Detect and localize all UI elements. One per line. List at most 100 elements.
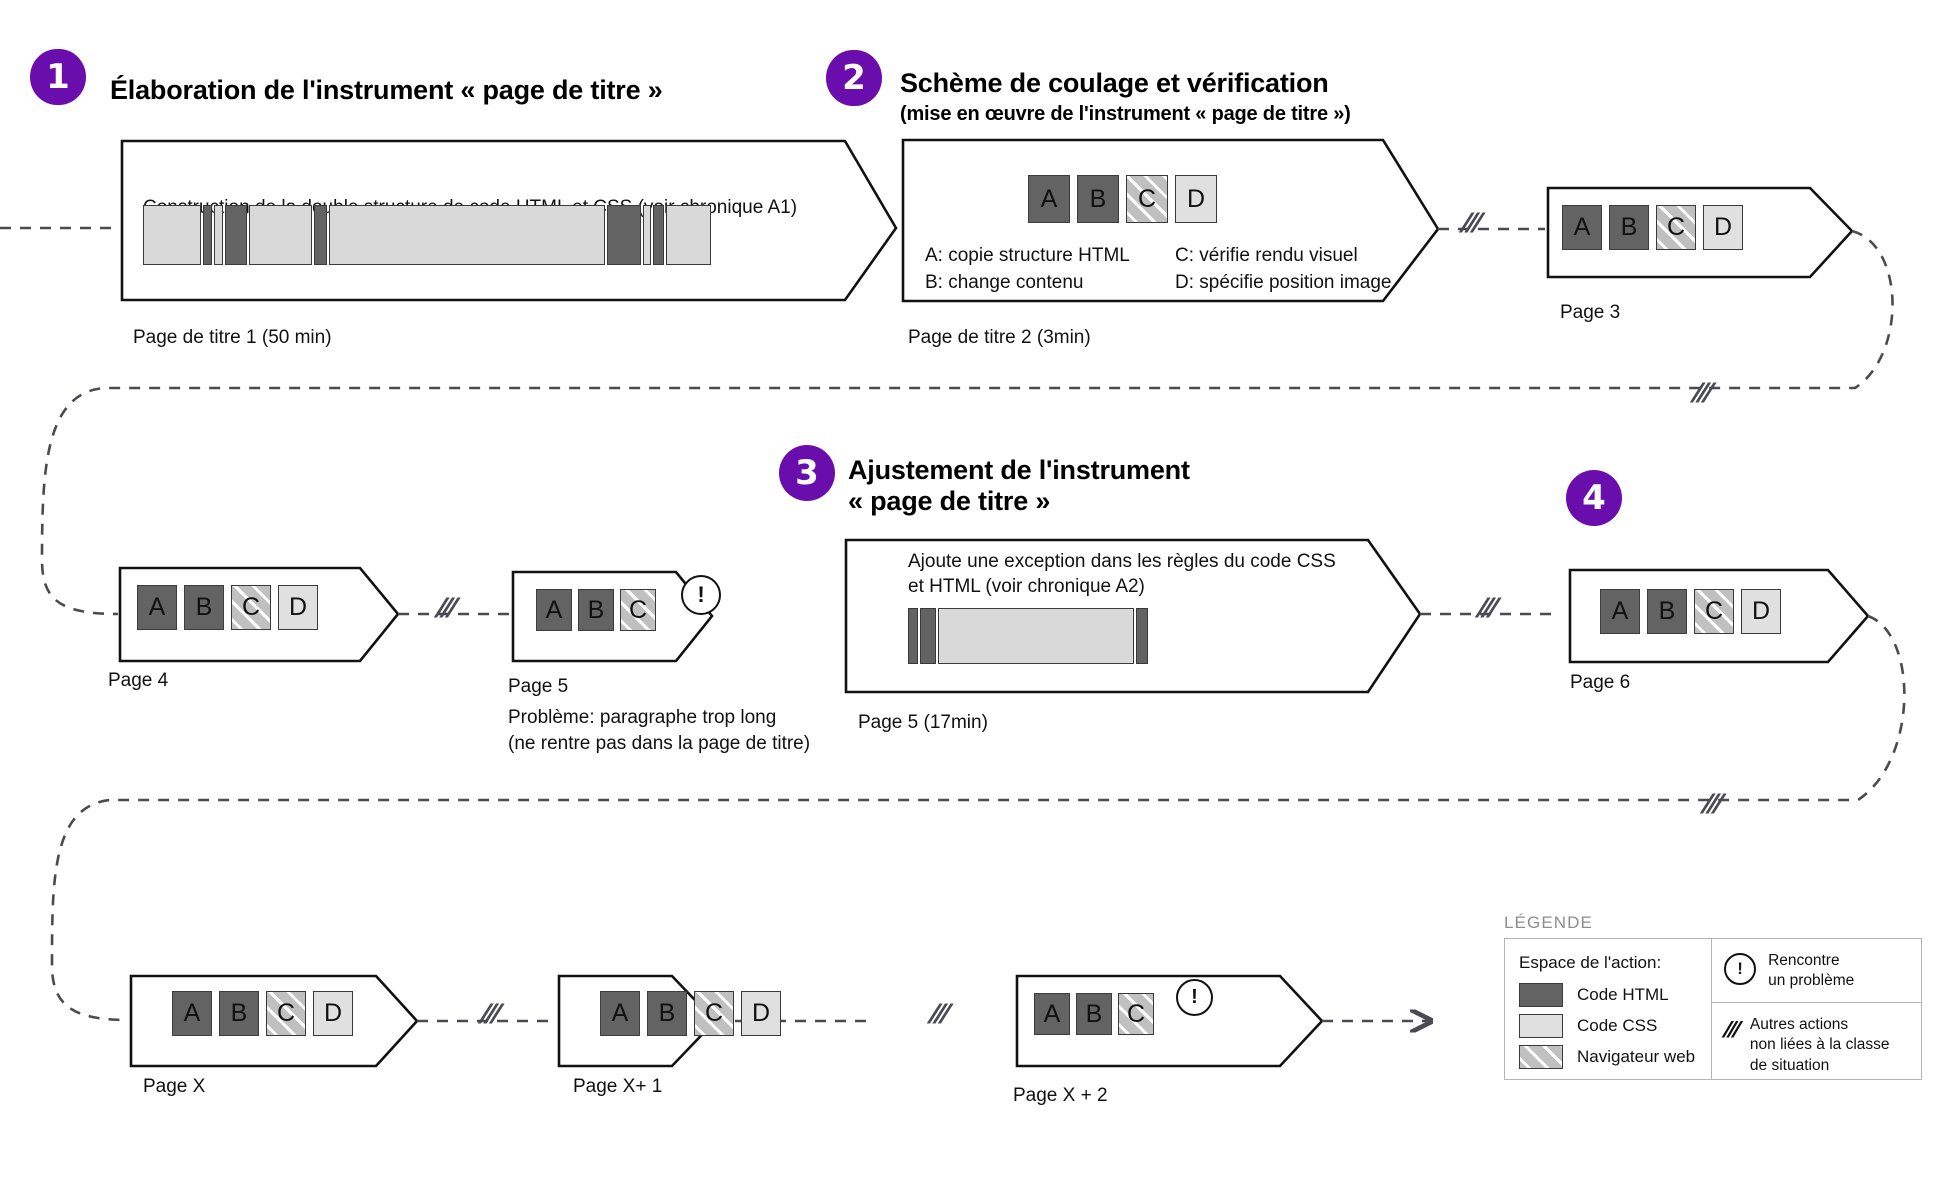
step-title-3: Ajustement de l'instrument « page de tit… — [848, 455, 1328, 517]
legend-item-web: Navigateur web — [1519, 1045, 1699, 1069]
step-title-2: Schème de coulage et vérification (mise … — [900, 68, 1460, 126]
legend-space-header: Espace de l'action: — [1519, 953, 1662, 972]
phase2-legend-A: A: copie structure HTML — [925, 245, 1130, 266]
legend-swatch-css — [1519, 1014, 1563, 1038]
step-badge-1: 1 — [30, 49, 86, 105]
exclamation-icon: ! — [1724, 953, 1757, 985]
activity-segment-html — [920, 608, 936, 664]
action-cell-c: C — [1656, 205, 1696, 250]
phase2-legend-B: B: change contenu — [925, 272, 1084, 293]
legend-other-row: /// Autres actions non liées à la classe… — [1712, 1003, 1921, 1086]
pagex2-caption: Page X + 2 — [1013, 1085, 1108, 1106]
problem-alert-icon-page5: ! — [681, 575, 721, 615]
action-cell-b: B — [1647, 589, 1687, 634]
legend-swatch-html — [1519, 983, 1563, 1007]
step-title-3-sub2: « page de titre » — [848, 486, 1051, 517]
step-badge-3: 3 — [779, 445, 835, 501]
break-mark-6: /// — [477, 999, 502, 1029]
action-cell-d: D — [278, 585, 318, 630]
break-mark-7: /// — [926, 999, 951, 1029]
action-cell-d: D — [1175, 175, 1217, 223]
action-cell-a: A — [1600, 589, 1640, 634]
break-mark-1: /// — [1458, 208, 1483, 238]
phase2-legend-D: D: spécifie position image — [1175, 272, 1392, 293]
step-title-1-main: Élaboration de l'instrument « page de ti… — [110, 75, 663, 105]
action-cell-c: C — [1694, 589, 1734, 634]
action-cell-d: D — [313, 991, 353, 1036]
legend-label-html: Code HTML — [1577, 985, 1669, 1004]
triple-slash-icon: /// — [1721, 1017, 1741, 1043]
action-cell-a: A — [1028, 175, 1070, 223]
action-cell-d: D — [1703, 205, 1743, 250]
action-cell-b: B — [1077, 175, 1119, 223]
step-badge-2: 2 — [826, 50, 882, 106]
action-cell-b: B — [184, 585, 224, 630]
legend-other-text: Autres actions non liées à la classe de … — [1749, 1016, 1890, 1074]
action-cell-a: A — [1562, 205, 1602, 250]
phase2-caption: Page de titre 2 (3min) — [908, 327, 1091, 348]
activity-segment-html — [607, 205, 641, 265]
pagex-caption: Page X — [143, 1076, 206, 1097]
problem-alert-icon-pagex2: ! — [1176, 979, 1213, 1016]
activity-segment-html — [653, 205, 664, 265]
legend-column-space: Espace de l'action: Code HTML Code CSS Nav… — [1505, 939, 1713, 1079]
phase1-activity-strip — [143, 205, 713, 265]
action-cell-c: C — [620, 589, 656, 631]
action-cell-a: A — [536, 589, 572, 631]
legend-item-html: Code HTML — [1519, 983, 1699, 1007]
step-title-1: Élaboration de l'instrument « page de ti… — [110, 75, 810, 106]
legend-column-symbols: ! Rencontre un problème /// Autres actio… — [1712, 939, 1921, 1079]
action-cell-c: C — [231, 585, 271, 630]
phase1-caption: Page de titre 1 (50 min) — [133, 327, 332, 348]
action-cell-a: A — [1034, 993, 1070, 1035]
break-mark-5: /// — [1699, 789, 1724, 819]
activity-segment-css — [938, 608, 1134, 664]
activity-segment-css — [643, 205, 651, 265]
activity-segment-html — [203, 205, 212, 265]
activity-segment-html — [1136, 608, 1148, 664]
phase3-activity-strip — [908, 608, 1150, 664]
activity-segment-css — [214, 205, 223, 265]
legend-label-web: Navigateur web — [1577, 1047, 1696, 1066]
activity-segment-css — [329, 205, 605, 265]
action-cell-b: B — [1609, 205, 1649, 250]
phase3-text-wrap: Ajoute une exception dans les règles du … — [908, 550, 1338, 599]
legend-problem-row: ! Rencontre un problème — [1712, 939, 1921, 1004]
break-mark-3: /// — [433, 593, 458, 623]
step-title-2-sub: (mise en œuvre de l'instrument « page de… — [900, 103, 1351, 126]
break-mark-4: /// — [1474, 593, 1499, 623]
activity-segment-css — [143, 205, 201, 265]
action-cell-a: A — [137, 585, 177, 630]
action-cell-b: B — [647, 991, 687, 1036]
legend-problem-text: Rencontre un problème — [1768, 952, 1855, 990]
action-cell-a: A — [600, 991, 640, 1036]
action-cell-c: C — [266, 991, 306, 1036]
page5-caption: Page 5 — [508, 676, 569, 697]
page4-caption: Page 4 — [108, 670, 169, 691]
step-title-3-main: Ajustement de l'instrument — [848, 455, 1190, 485]
step-badge-4: 4 — [1566, 470, 1622, 526]
action-cell-b: B — [578, 589, 614, 631]
action-cell-d: D — [1741, 589, 1781, 634]
step-title-2-main: Schème de coulage et vérification — [900, 68, 1329, 98]
legend-item-css: Code CSS — [1519, 1014, 1699, 1038]
phase2-legend-C: C: vérifie rendu visuel — [1175, 245, 1358, 266]
action-cell-c: C — [694, 991, 734, 1036]
legend-box: Espace de l'action: Code HTML Code CSS Nav… — [1504, 938, 1922, 1080]
action-cell-b: B — [219, 991, 259, 1036]
legend-item-list: Code HTML Code CSS Navigateur web — [1519, 983, 1699, 1069]
page6-caption: Page 6 — [1570, 672, 1631, 693]
activity-segment-html — [908, 608, 918, 664]
phase3-caption: Page 5 (17min) — [858, 712, 988, 733]
activity-segment-css — [666, 205, 711, 265]
action-cell-b: B — [1076, 993, 1112, 1035]
pagex1-caption: Page X+ 1 — [573, 1076, 663, 1097]
action-cell-c: C — [1126, 175, 1168, 223]
